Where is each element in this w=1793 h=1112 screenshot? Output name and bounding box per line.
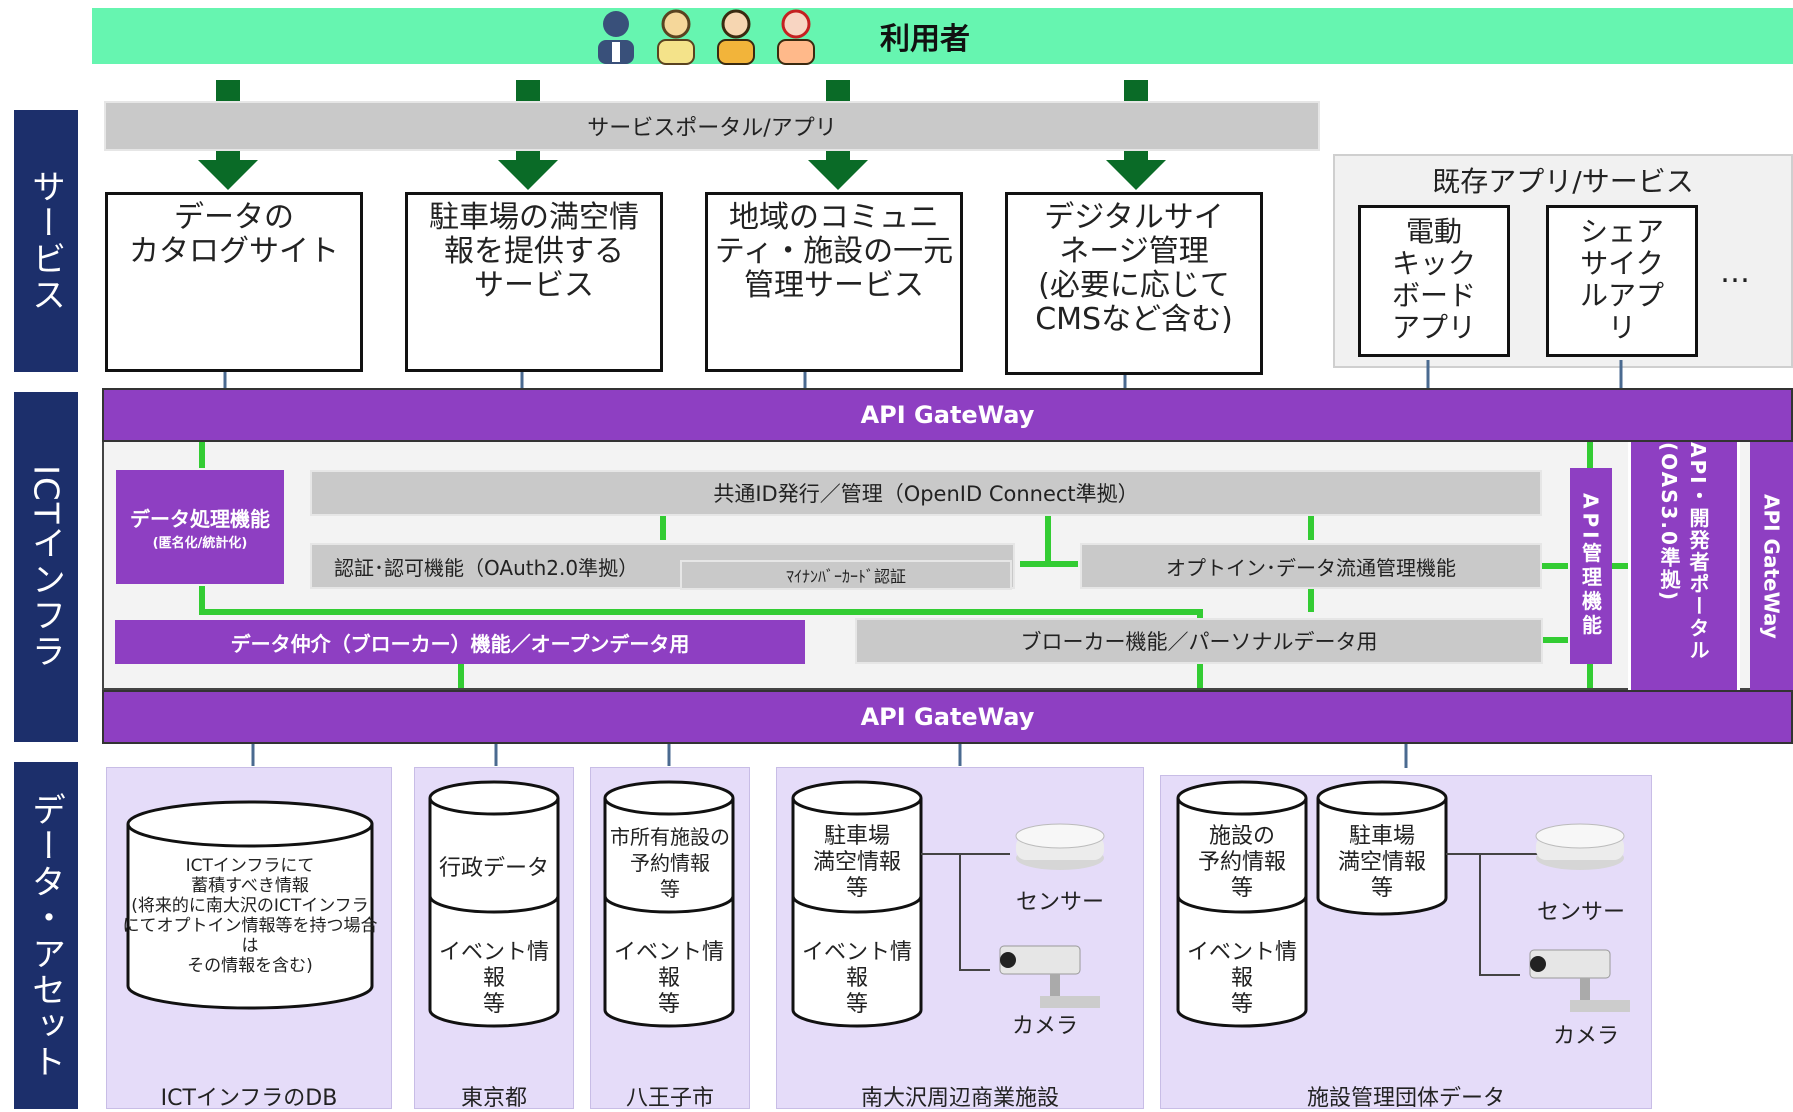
user-icon-1 [598,11,634,64]
facility-event-info: イベント情報 等 [1186,940,1297,1017]
broker-personal-data[interactable]: ブローカー機能／パーソナルデータ用 [855,618,1543,664]
app-kickboard[interactable]: 電動 キック ボード アプリ [1358,205,1510,357]
service-digital-signage[interactable]: デジタルサイ ネージ管理 (必要に応じて CMSなど含む) [1005,192,1263,375]
side-label-service: サービス [14,110,78,372]
service-portal-bar[interactable]: サービスポータル/アプリ [104,101,1320,151]
side-label-data-asset: データ・アセット [14,762,78,1109]
cylinder-ict-db [126,800,374,1010]
tokyo-event-info: イベント情報 等 [438,940,549,1017]
user-icon-3 [717,9,755,65]
more-apps-ellipsis: … [1720,255,1750,290]
hachioji-event-info: イベント情報 等 [613,940,724,1017]
service-parking-info[interactable]: 駐車場の満空情 報を提供する サービス [405,192,663,372]
user-icon-2 [657,9,695,65]
developer-portal[interactable]: API・開発者ポータル(OAS3.0準拠) [1628,442,1740,690]
ict-db-text: ICTインフラにて 蓄積すべき情報 (将来的に南大沢のICTインフラ にてオプト… [122,856,378,976]
asset-label-ict-db: ICTインフラのDB [160,1086,338,1111]
data-processing-sub: (匿名化/統計化) [152,536,248,551]
data-processing-title: データ処理機能 [130,507,270,531]
asset-label-hachioji: 八王子市 [625,1086,714,1111]
sensor-label-1: センサー [1015,890,1104,915]
sensor-icon-2 [1535,823,1625,870]
asset-label-commercial: 南大沢周辺商業施設 [860,1086,1059,1111]
sensor-icon-1 [1015,823,1105,870]
cylinder-hachioji [603,780,735,1028]
user-title: 利用者 [880,22,970,57]
service-connectors [223,360,1623,390]
user-icons [598,9,815,65]
api-management[interactable]: API管理機能 [1570,468,1612,664]
service-data-catalog[interactable]: データの カタログサイト [105,192,363,372]
api-gateway-bottom[interactable]: API GateWay [102,690,1793,744]
hachioji-reserve-info: 市所有施設の 予約情報 等 [610,825,730,901]
camera-icon-2 [1529,949,1630,1012]
commercial-event-info: イベント情報 等 [801,940,912,1017]
asset-label-facility: 施設管理団体データ [1306,1086,1505,1111]
api-gateway-right[interactable]: API GateWay [1750,442,1793,690]
camera-icon-1 [999,945,1100,1008]
commercial-parking-info: 駐車場 満空情報 等 [812,824,901,901]
user-band [92,8,1793,64]
app-share-cycle[interactable]: シェア サイク ルアプ リ [1546,205,1698,357]
mynumber-card-auth[interactable]: ﾏｲﾅﾝﾊﾞｰｶｰﾄﾞ認証 [680,560,1012,590]
asset-label-tokyo: 東京都 [460,1086,527,1111]
sensor-label-2: センサー [1536,900,1625,925]
camera-label-2: カメラ [1552,1024,1619,1049]
camera-label-1: カメラ [1011,1014,1078,1039]
common-id-bar[interactable]: 共通ID発行／管理（OpenID Connect準拠） [310,470,1542,516]
data-processing-box[interactable]: データ処理機能 (匿名化/統計化) [116,470,284,584]
facility-parking-info: 駐車場 満空情報 等 [1337,824,1426,901]
optin-bar[interactable]: オプトイン･データ流通管理機能 [1080,543,1542,589]
tokyo-admin-data: 行政データ [438,856,549,881]
cylinder-facility-reserve [1176,780,1308,1028]
facility-reserve-info: 施設の 予約情報 等 [1197,824,1286,901]
service-community-mgmt[interactable]: 地域のコミュニ ティ・施設の一元 管理サービス [705,192,963,372]
cylinder-facility-parking [1316,780,1448,916]
api-gateway-top[interactable]: API GateWay [102,388,1793,442]
asset-cylinders [126,780,1630,1028]
existing-apps-title: 既存アプリ/サービス [1432,165,1694,198]
service-arrows [198,80,1166,190]
cylinder-commercial-parking [791,780,923,1028]
user-icon-4 [777,9,815,65]
broker-open-data[interactable]: データ仲介（ブローカー）機能／オープンデータ用 [115,620,805,664]
cylinder-tokyo [428,780,560,1028]
side-label-ict: ICTインフラ [14,392,78,742]
asset-connectors [251,744,1408,768]
